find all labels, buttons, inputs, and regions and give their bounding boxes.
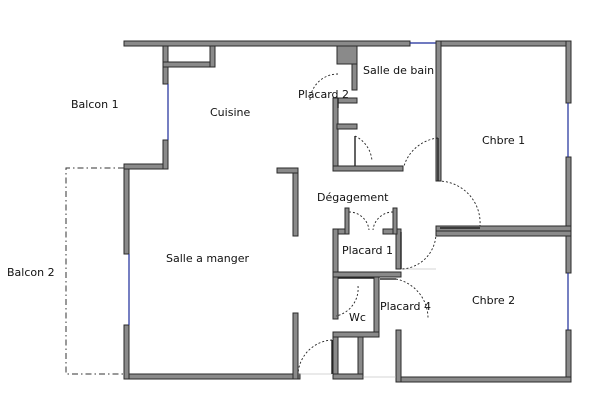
wall-bottom-left xyxy=(123,373,301,380)
wall-placard1-left xyxy=(332,228,339,278)
partition-entry xyxy=(292,312,299,380)
wall-bath-bottom xyxy=(332,165,404,172)
wall-degag-stub-r xyxy=(392,207,398,235)
wall-degag-stub-l xyxy=(344,207,350,235)
wall-wc-base-r xyxy=(357,336,364,380)
balcon-1-outline xyxy=(128,45,169,165)
wall-wc-cap xyxy=(332,373,364,380)
wall-placard1-bottom xyxy=(332,271,402,278)
wall-kitchen-nook xyxy=(162,61,216,68)
wall-placard1-right xyxy=(395,228,402,270)
room-label-balcon-2: Balcon 2 xyxy=(7,266,55,279)
wall-kitchen-nook-v xyxy=(209,45,216,68)
room-label-chbre-2: Chbre 2 xyxy=(472,294,516,307)
room-label-placard-2: Placard 2 xyxy=(298,88,350,101)
door-swing-placard1-r xyxy=(372,211,394,231)
room-label-degagement: Dégagement xyxy=(317,191,389,204)
wall-bottom-right xyxy=(395,376,572,383)
door-swing-entry xyxy=(297,339,333,375)
wall-placard2-left xyxy=(332,97,339,171)
room-label-salle-de-bain: Salle de bain xyxy=(363,64,435,77)
wall-right-upper xyxy=(565,40,572,104)
balcon-2-outline xyxy=(65,167,124,375)
room-label-wc: Wc xyxy=(349,311,366,324)
door-swing-wc xyxy=(335,285,359,317)
door-swing-bath xyxy=(354,135,373,162)
wall-wc-left xyxy=(332,276,339,320)
partition-kitchen-dining xyxy=(292,167,299,237)
wall-wc-right xyxy=(373,276,380,338)
wall-bath-shelf xyxy=(336,123,358,130)
wall-wc-bottom xyxy=(332,331,380,338)
room-label-salle-a-manger: Salle a manger xyxy=(166,252,250,265)
wall-wc-base xyxy=(332,336,339,380)
room-label-cuisine: Cuisine xyxy=(210,106,251,119)
wall-left-step xyxy=(123,163,169,170)
door-swing-placard4 xyxy=(395,278,429,319)
door-swing-placard2 xyxy=(309,73,339,101)
wall-right-mid xyxy=(565,156,572,274)
room-label-balcon-1: Balcon 1 xyxy=(71,98,119,111)
wall-chbre2-left xyxy=(395,329,402,383)
door-swing-chbre2 xyxy=(400,232,437,270)
room-label-chbre-1: Chbre 1 xyxy=(482,134,526,147)
wall-top-right xyxy=(435,40,572,47)
wall-kitchen-left-low xyxy=(162,139,169,170)
wall-bath-step xyxy=(336,45,358,65)
wall-right-lower xyxy=(565,329,572,383)
wall-top-left xyxy=(123,40,411,47)
wall-chbre2-top xyxy=(435,230,572,237)
door-swing-placard1-l xyxy=(348,211,370,231)
partition-kitchen-dining-top xyxy=(276,167,299,174)
room-label-placard-4: Placard 4 xyxy=(380,300,432,313)
wall-left-bottom xyxy=(123,324,130,380)
wall-left-lower xyxy=(123,167,130,255)
room-label-placard-1: Placard 1 xyxy=(342,244,394,257)
door-swing-bath-main xyxy=(403,137,439,167)
door-swing-chbre1 xyxy=(437,180,481,227)
